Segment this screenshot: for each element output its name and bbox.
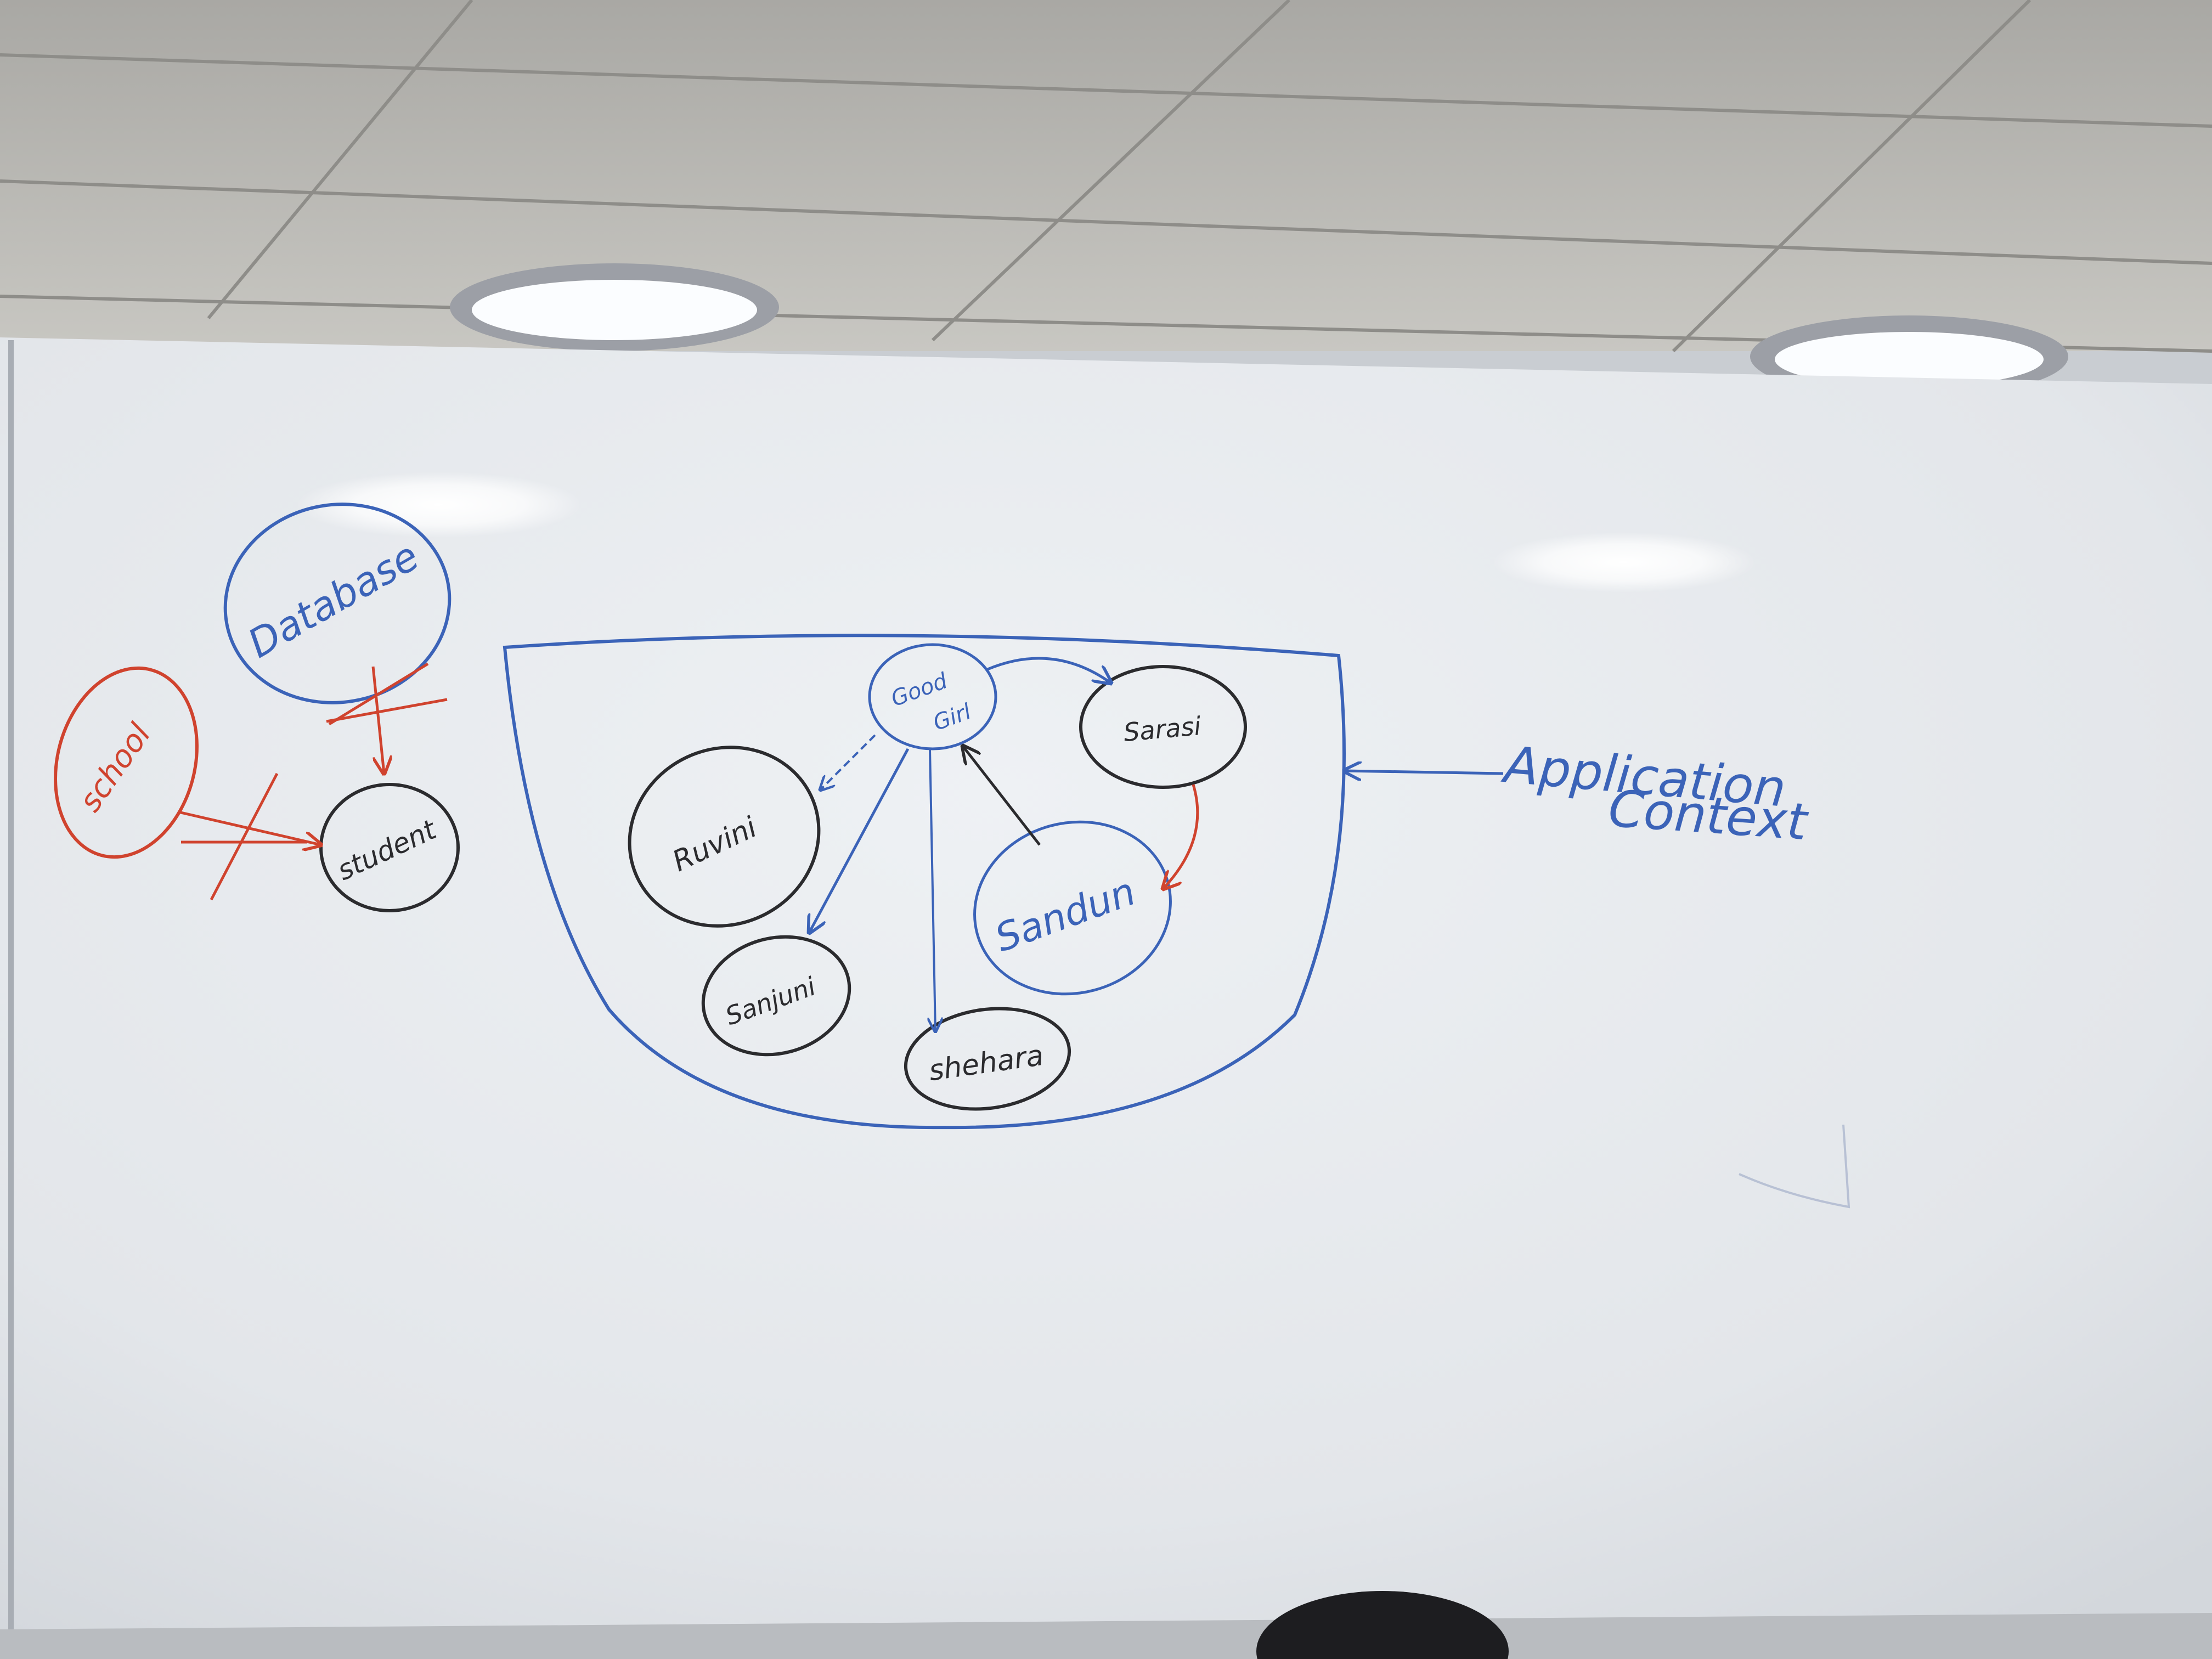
cross-mark-bottom (181, 772, 307, 901)
sarasi-node: Sarasi (1079, 665, 1247, 789)
application-context-label-line2: Context (1606, 779, 1810, 851)
ceiling (0, 0, 2212, 353)
ceiling-light-left (450, 263, 779, 351)
sarasi-label: Sarasi (1122, 711, 1203, 747)
arrow-sarasi-to-sandun (1163, 784, 1199, 889)
arrow-goodgirl-to-sanjuni (809, 748, 910, 933)
person-head-silhouette (1256, 1591, 1509, 1659)
application-context-container (503, 634, 1346, 1130)
arrow-goodgirl-to-ruvini (820, 734, 876, 790)
whiteboard (0, 337, 2212, 1659)
arrow-sandun-to-goodgirl (963, 746, 1041, 846)
database-to-student-arrow (371, 666, 384, 774)
application-context-pointer-arrow (1344, 771, 1504, 774)
eraser-smudge (1739, 1124, 1850, 1209)
arrow-goodgirl-to-sarasi (987, 657, 1111, 683)
arrow-goodgirl-to-shehara (930, 748, 935, 1031)
light-reflection-left (296, 472, 582, 538)
cross-mark-top (326, 662, 448, 726)
light-reflection-right (1492, 532, 1756, 592)
